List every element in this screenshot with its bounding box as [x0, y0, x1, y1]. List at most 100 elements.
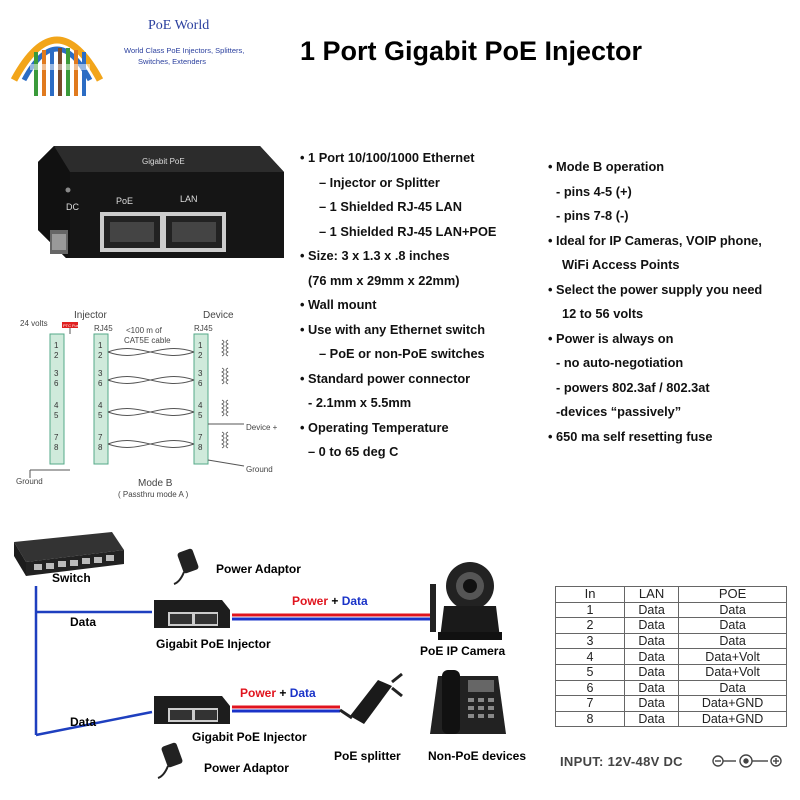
- poe-injector-photo: Gigabit PoE DC PoE LAN: [38, 146, 284, 258]
- ip-camera-icon: [430, 562, 502, 640]
- table-cell: Data: [623, 632, 680, 650]
- table-cell: 1: [555, 601, 625, 619]
- switch-device: [14, 532, 124, 576]
- feature-item: – 1 Shielded RJ-45 LAN+POE: [319, 223, 497, 239]
- port-label-dc: DC: [66, 202, 79, 212]
- table-cell: Data+GND: [678, 710, 787, 728]
- wiring-mode: Mode B: [138, 478, 173, 489]
- poe-world-logo: [10, 36, 104, 96]
- feature-item: (76 mm x 29mm x 22mm): [308, 272, 460, 288]
- feature-item: • Ideal for IP Cameras, VOIP phone,: [548, 232, 762, 248]
- wiring-pin-number: 8: [198, 443, 203, 452]
- feature-item: - 2.1mm x 5.5mm: [308, 395, 412, 410]
- camera-label: PoE IP Camera: [420, 644, 505, 658]
- wiring-ground-right: Ground: [246, 465, 273, 474]
- wiring-pin-number: 6: [98, 379, 103, 388]
- wiring-device-plus: Device +: [246, 423, 278, 432]
- wiring-pin-number: 8: [54, 443, 59, 452]
- feature-item: • Operating Temperature: [300, 419, 449, 435]
- injector-label-bottom: Gigabit PoE Injector: [192, 730, 307, 744]
- brand-tagline: World Class PoE Injectors, Splitters, Sw…: [124, 45, 264, 67]
- splitter-label: PoE splitter: [334, 749, 401, 763]
- table-cell: 5: [555, 663, 625, 681]
- voip-phone-icon: [430, 670, 506, 734]
- table-cell: Data+Volt: [678, 663, 787, 681]
- wiring-pin-number: 1: [98, 341, 103, 350]
- power-adaptor-label-top: Power Adaptor: [216, 562, 301, 576]
- table-cell: Data: [623, 601, 680, 619]
- table-cell: Data: [678, 679, 787, 697]
- table-header-cell: In: [555, 586, 625, 603]
- feature-item: • Use with any Ethernet switch: [300, 321, 486, 337]
- table-cell: 6: [555, 679, 625, 697]
- table-cell: Data+GND: [678, 695, 787, 712]
- feature-list-right: • Mode B operation- pins 4-5 (+)- pins 7…: [548, 155, 762, 449]
- wiring-pin-number: 2: [198, 351, 203, 360]
- wiring-pin-number: 7: [198, 433, 203, 442]
- wiring-pin-number: 5: [98, 411, 103, 420]
- wiring-pin-number: 6: [54, 379, 59, 388]
- data-label-bottom: Data: [70, 715, 96, 729]
- injector-pin-block: [49, 333, 65, 465]
- input-voltage-label: INPUT: 12V-48V DC: [560, 754, 683, 769]
- ptc-fuse-label: PTC Fuse: [63, 323, 82, 328]
- mode-b-wiring-diagram: Injector Device RJ45 RJ45 24 volts <100 …: [16, 310, 278, 499]
- feature-item: • 650 ma self resetting fuse: [548, 428, 713, 444]
- feature-list-left: • 1 Port 10/100/1000 Ethernet– Injector …: [300, 146, 496, 465]
- wiring-rj45-right: RJ45: [194, 324, 213, 333]
- injector-rj45-block: [93, 333, 109, 465]
- power-adaptor-label-bottom: Power Adaptor: [204, 761, 289, 775]
- wiring-pin-number: 3: [54, 369, 59, 378]
- non-poe-label: Non-PoE devices: [428, 749, 526, 763]
- injector-label-top: Gigabit PoE Injector: [156, 637, 271, 651]
- feature-item: -devices “passively”: [556, 404, 682, 419]
- feature-item: • Power is always on: [548, 330, 674, 346]
- wiring-pin-number: 1: [198, 341, 203, 350]
- brand-name: PoE World: [148, 18, 210, 33]
- switch-label: Switch: [52, 571, 91, 585]
- plus-word: +: [328, 594, 342, 608]
- feature-item: • Size: 3 x 1.3 x .8 inches: [300, 248, 450, 263]
- table-cell: Data: [623, 648, 680, 665]
- table-cell: Data: [623, 695, 680, 712]
- table-cell: Data+Volt: [678, 648, 787, 665]
- injector-icon: [154, 696, 230, 724]
- wiring-pin-number: 1: [54, 341, 59, 350]
- power-word: Power: [240, 686, 276, 700]
- wiring-pin-number: 4: [98, 401, 103, 410]
- power-adaptor-icon: [173, 548, 199, 585]
- feature-item: WiFi Access Points: [562, 257, 680, 272]
- table-cell: 3: [555, 632, 625, 650]
- data-label-top: Data: [70, 615, 96, 629]
- wiring-pin-number: 7: [98, 433, 103, 442]
- wiring-pin-number: 6: [198, 379, 203, 388]
- table-cell: Data: [678, 601, 787, 619]
- feature-item: • Wall mount: [300, 297, 377, 312]
- wiring-cable-line2: CAT5E cable: [124, 336, 171, 345]
- port-label-lan: LAN: [180, 194, 198, 204]
- wiring-pin-number: 8: [98, 443, 103, 452]
- wiring-mode-sub: ( Passthru mode A ): [118, 490, 189, 499]
- network-diagram: Switch Data Data Power Adaptor Gigabit P…: [14, 532, 526, 779]
- feature-item: - no auto-negotiation: [556, 355, 684, 370]
- feature-item: • Select the power supply you need: [548, 281, 763, 297]
- product-label-top: Gigabit PoE: [142, 157, 185, 166]
- wiring-ground-left: Ground: [16, 477, 43, 486]
- wiring-volts: 24 volts: [20, 319, 48, 328]
- wiring-injector-label: Injector: [74, 310, 107, 321]
- data-word: Data: [342, 594, 368, 608]
- power-data-label-bottom: Power + Data: [240, 686, 316, 700]
- feature-item: – Injector or Splitter: [319, 174, 440, 190]
- wiring-cable-line1: <100 m of: [126, 326, 163, 335]
- feature-item: – 1 Shielded RJ-45 LAN: [319, 199, 462, 214]
- table-cell: Data: [623, 617, 680, 634]
- table-cell: 7: [555, 695, 625, 712]
